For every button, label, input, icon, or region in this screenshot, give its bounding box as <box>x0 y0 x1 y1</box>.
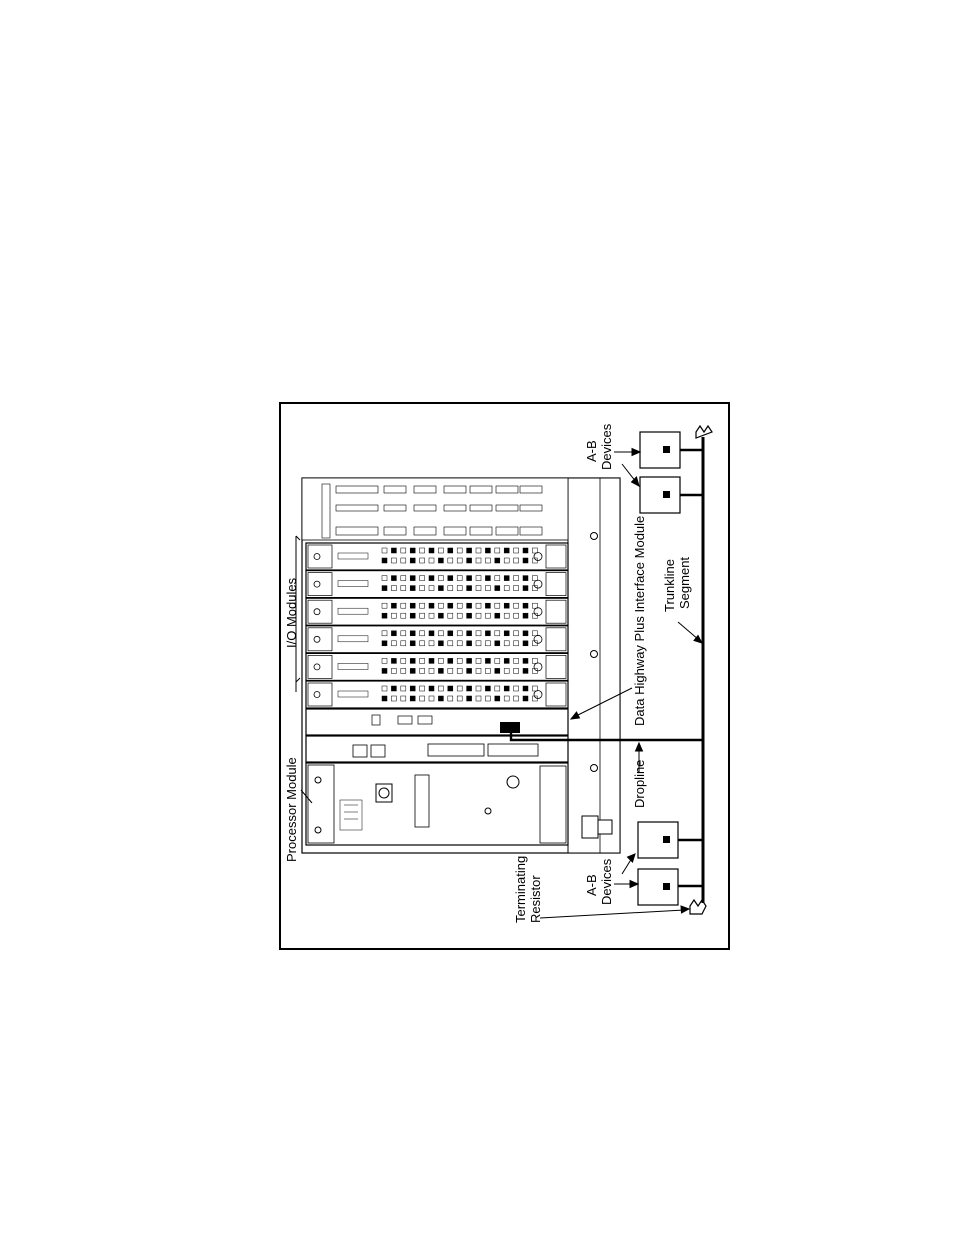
rail-screw <box>590 764 598 772</box>
terminating-label-line1: Terminating <box>513 856 528 923</box>
ab-device <box>639 476 681 514</box>
ab-devices-bottom-line2: Devices <box>599 858 614 905</box>
io-module <box>305 680 569 709</box>
rail-screw <box>590 532 598 540</box>
annotation-arrows <box>295 447 704 919</box>
dh-plus-port <box>500 722 520 733</box>
trunkline-label-line1: Trunkline <box>662 559 677 612</box>
dropline-label: Dropline <box>632 760 647 808</box>
io-module <box>305 569 569 599</box>
io-module <box>305 625 569 654</box>
io-modules-label: I/O Modules <box>284 577 299 648</box>
rail-screw <box>590 650 598 658</box>
dh-plus-interface-module <box>305 735 569 763</box>
labels: Processor Module I/O Modules Data Highwa… <box>284 423 692 923</box>
communication-module <box>305 708 569 736</box>
ab-devices-bottom-line1: A-B <box>584 874 599 896</box>
dh-plus-interface-label: Data Highway Plus Interface Module <box>632 516 647 726</box>
terminating-label-line2: Resistor <box>528 875 543 923</box>
ab-device <box>637 821 679 859</box>
dropline <box>509 733 703 742</box>
module-rack <box>305 542 569 709</box>
io-module <box>305 652 569 682</box>
keyswitch <box>375 783 393 803</box>
ab-devices-top-line2: Devices <box>599 423 614 470</box>
io-module <box>305 542 569 571</box>
ab-device <box>639 431 681 469</box>
processor-module <box>305 762 569 846</box>
ab-device <box>637 868 679 906</box>
trunkline-label-line2: Segment <box>677 557 692 609</box>
processor-connector <box>414 774 430 828</box>
ab-devices-top-line1: A-B <box>584 440 599 462</box>
terminating-resistor-icon <box>689 424 713 915</box>
io-module <box>305 597 569 626</box>
processor-module-label: Processor Module <box>284 757 299 862</box>
